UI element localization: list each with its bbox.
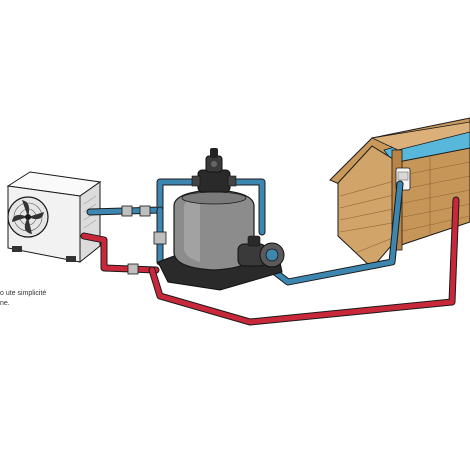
pool-rim-front <box>370 121 470 151</box>
valve-icon <box>127 263 139 275</box>
heat-pump-unit <box>6 171 102 264</box>
valve-icon <box>153 231 167 245</box>
caption-text: o ute simplicité ne. <box>0 289 46 309</box>
valve-icon <box>121 205 133 217</box>
multiport-valve-icon <box>191 148 237 193</box>
hot-water-pipes <box>80 196 460 326</box>
fan-grille-icon <box>7 196 49 238</box>
caption-line-1: o ute simplicité <box>0 290 47 297</box>
valve-icon <box>139 205 151 217</box>
sand-filter <box>157 148 283 291</box>
caption-line-2: ne. <box>0 300 10 307</box>
pipe-valves <box>121 205 167 275</box>
filtration-pump <box>237 235 285 268</box>
